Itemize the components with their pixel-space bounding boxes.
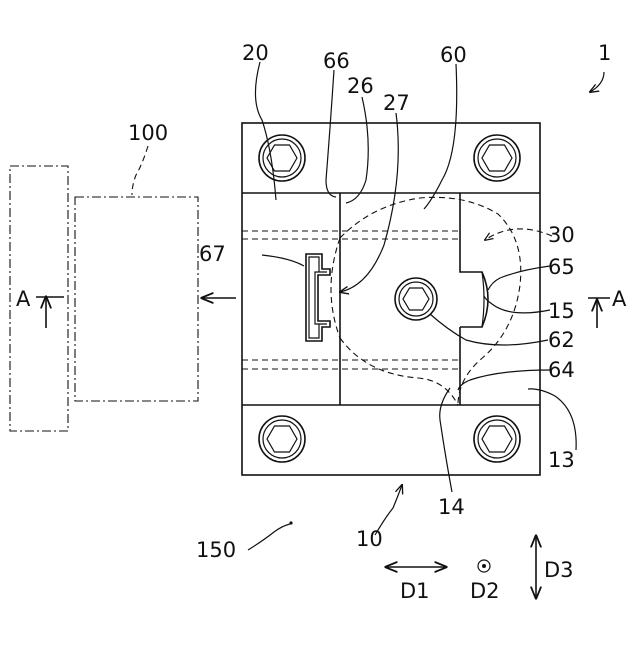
leader-67 [262, 255, 304, 266]
dot-150 [289, 521, 292, 524]
label-65: 65 [548, 255, 575, 279]
leader-30 [485, 229, 552, 240]
label-d2: D2 [470, 579, 500, 603]
label-20: 20 [242, 41, 269, 65]
label-d3: D3 [544, 558, 574, 582]
bolt-top-left-icon [259, 135, 305, 181]
leader-64 [458, 370, 550, 390]
leader-13 [528, 389, 576, 450]
leader-14 [440, 388, 452, 492]
bolt-bottom-left-icon [259, 416, 305, 462]
label-14: 14 [438, 495, 465, 519]
label-27: 27 [383, 91, 410, 115]
hidden-cam-30-left [331, 238, 340, 338]
label-1: 1 [598, 41, 611, 65]
label-10: 10 [356, 527, 383, 551]
label-62: 62 [548, 328, 575, 352]
label-section-left: A [16, 287, 31, 311]
label-13: 13 [548, 448, 575, 472]
label-section-right: A [612, 287, 627, 311]
label-150: 150 [196, 538, 236, 562]
label-30: 30 [548, 223, 575, 247]
leader-60 [424, 64, 457, 209]
label-100: 100 [128, 121, 168, 145]
leader-26 [346, 97, 368, 203]
direction-d2-icon [478, 560, 490, 572]
label-15: 15 [548, 299, 575, 323]
leader-100 [132, 146, 148, 195]
label-67: 67 [199, 242, 226, 266]
leader-150 [248, 524, 290, 550]
leader-66 [326, 70, 336, 197]
label-26: 26 [347, 74, 374, 98]
hidden-cam-30-lower [340, 338, 458, 405]
phantom-block-100 [75, 197, 198, 401]
label-d1: D1 [400, 579, 430, 603]
curved-face-15 [482, 272, 484, 327]
leader-62 [430, 314, 548, 345]
bolt-62-icon [395, 278, 437, 320]
label-66: 66 [323, 49, 350, 73]
leader-1 [590, 72, 604, 92]
bolt-bottom-right-icon [474, 416, 520, 462]
label-64: 64 [548, 358, 575, 382]
label-60: 60 [440, 43, 467, 67]
bolt-top-right-icon [474, 135, 520, 181]
